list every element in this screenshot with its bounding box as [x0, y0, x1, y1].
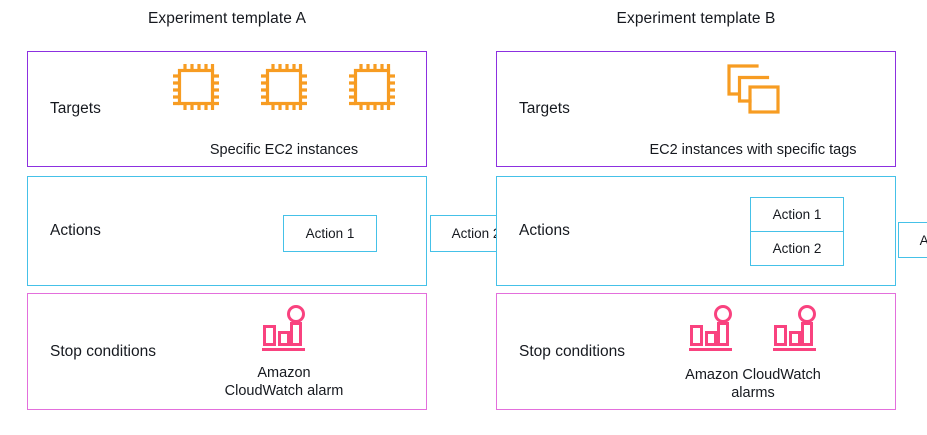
caption-line-1: Amazon	[257, 364, 311, 381]
actions-section-a: Actions Action 1 Action 2	[27, 176, 522, 286]
targets-caption-b: EC2 instances with specific tags	[649, 142, 857, 159]
stop-conditions-content-b: Amazon CloudWatch alarms	[617, 294, 889, 409]
cloudwatch-alarm-icon	[689, 305, 732, 351]
action-box[interactable]: Action 2	[750, 231, 844, 266]
action-box[interactable]: Action 1	[750, 197, 844, 232]
stop-conditions-caption-b: Amazon CloudWatch alarms	[617, 366, 889, 403]
panel-title-b: Experiment template B	[616, 10, 776, 27]
experiment-template-a-panel: Experiment template A Targets	[27, 0, 522, 435]
cloudwatch-alarm-icon-row-b	[617, 304, 889, 356]
ec2-chip-icon	[173, 64, 219, 110]
caption-line-1: Amazon CloudWatch	[685, 366, 821, 383]
caption-line-2: CloudWatch alarm	[224, 383, 344, 400]
targets-section-a: Targets	[27, 51, 427, 167]
cloudwatch-alarm-icon	[262, 305, 305, 351]
ec2-chip-icon-row-a	[148, 60, 420, 114]
cloudwatch-alarm-icon-row-a	[148, 304, 420, 356]
targets-content-a: Specific EC2 instances	[148, 52, 420, 166]
targets-caption-a: Specific EC2 instances	[209, 142, 359, 159]
panel-title-a: Experiment template A	[147, 10, 307, 27]
targets-content-b: EC2 instances with specific tags	[617, 52, 889, 166]
targets-section-b: Targets EC2 instances with specific tags	[496, 51, 896, 167]
targets-label-b: Targets	[519, 100, 570, 117]
action-box[interactable]: Action 3	[898, 222, 927, 258]
experiment-template-b-panel: Experiment template B Targets EC2 instan…	[496, 0, 927, 435]
action-box[interactable]: Action 1	[283, 215, 377, 252]
actions-label-a: Actions	[50, 222, 101, 239]
stop-conditions-label-b: Stop conditions	[519, 342, 625, 360]
stop-conditions-section-b: Stop conditions	[496, 293, 896, 410]
actions-section-b: Actions Action 1 Action 2 Action 3	[496, 176, 927, 286]
stacked-instances-icon-row-b	[617, 60, 889, 116]
stacked-instances-icon	[727, 64, 780, 114]
stop-conditions-label-a: Stop conditions	[50, 342, 156, 360]
ec2-chip-icon	[349, 64, 395, 110]
cloudwatch-alarm-icon	[773, 305, 816, 351]
targets-label-a: Targets	[50, 100, 101, 117]
actions-content-b: Action 1 Action 2 Action 3	[617, 177, 927, 285]
caption-line-2: alarms	[731, 385, 775, 402]
actions-label-b: Actions	[519, 222, 570, 239]
actions-content-a: Action 1 Action 2	[148, 177, 522, 285]
ec2-chip-icon	[261, 64, 307, 110]
